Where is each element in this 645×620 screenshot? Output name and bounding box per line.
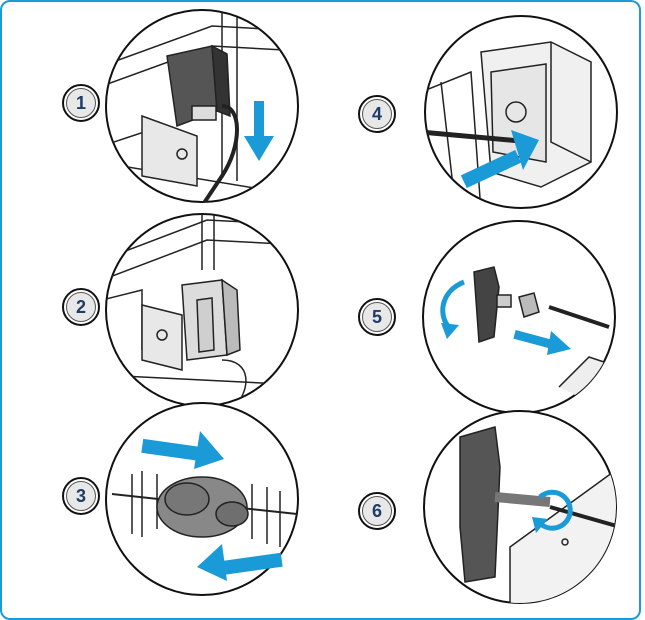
step-4-illustration [421, 12, 621, 212]
step-4-number: 4 [371, 103, 382, 124]
arrow-left-icon [197, 544, 283, 581]
step-4-badge: 4 [358, 95, 396, 133]
arrow-right-icon [141, 431, 224, 469]
step-3-number: 3 [75, 485, 86, 506]
step-3-illustration [102, 399, 302, 599]
step-6-illustration [420, 407, 620, 607]
step-3-badge: 3 [62, 477, 100, 515]
step-5-illustration [419, 217, 619, 417]
step-1-badge: 1 [62, 84, 100, 122]
step-1-illustration [102, 6, 302, 206]
step-5-number: 5 [371, 306, 382, 327]
arrow-diagonal-icon [460, 130, 539, 189]
step-6-badge: 6 [358, 492, 396, 530]
rotate-circle-icon [538, 489, 573, 531]
step-2-illustration [102, 210, 302, 410]
step-5-badge: 5 [358, 298, 396, 336]
step-6-number: 6 [371, 500, 382, 521]
step-1-number: 1 [75, 92, 86, 113]
step-2-number: 2 [75, 296, 86, 317]
arrow-right-small-icon [513, 329, 571, 355]
arrow-down-icon [244, 101, 274, 161]
step-2-badge: 2 [62, 288, 100, 326]
